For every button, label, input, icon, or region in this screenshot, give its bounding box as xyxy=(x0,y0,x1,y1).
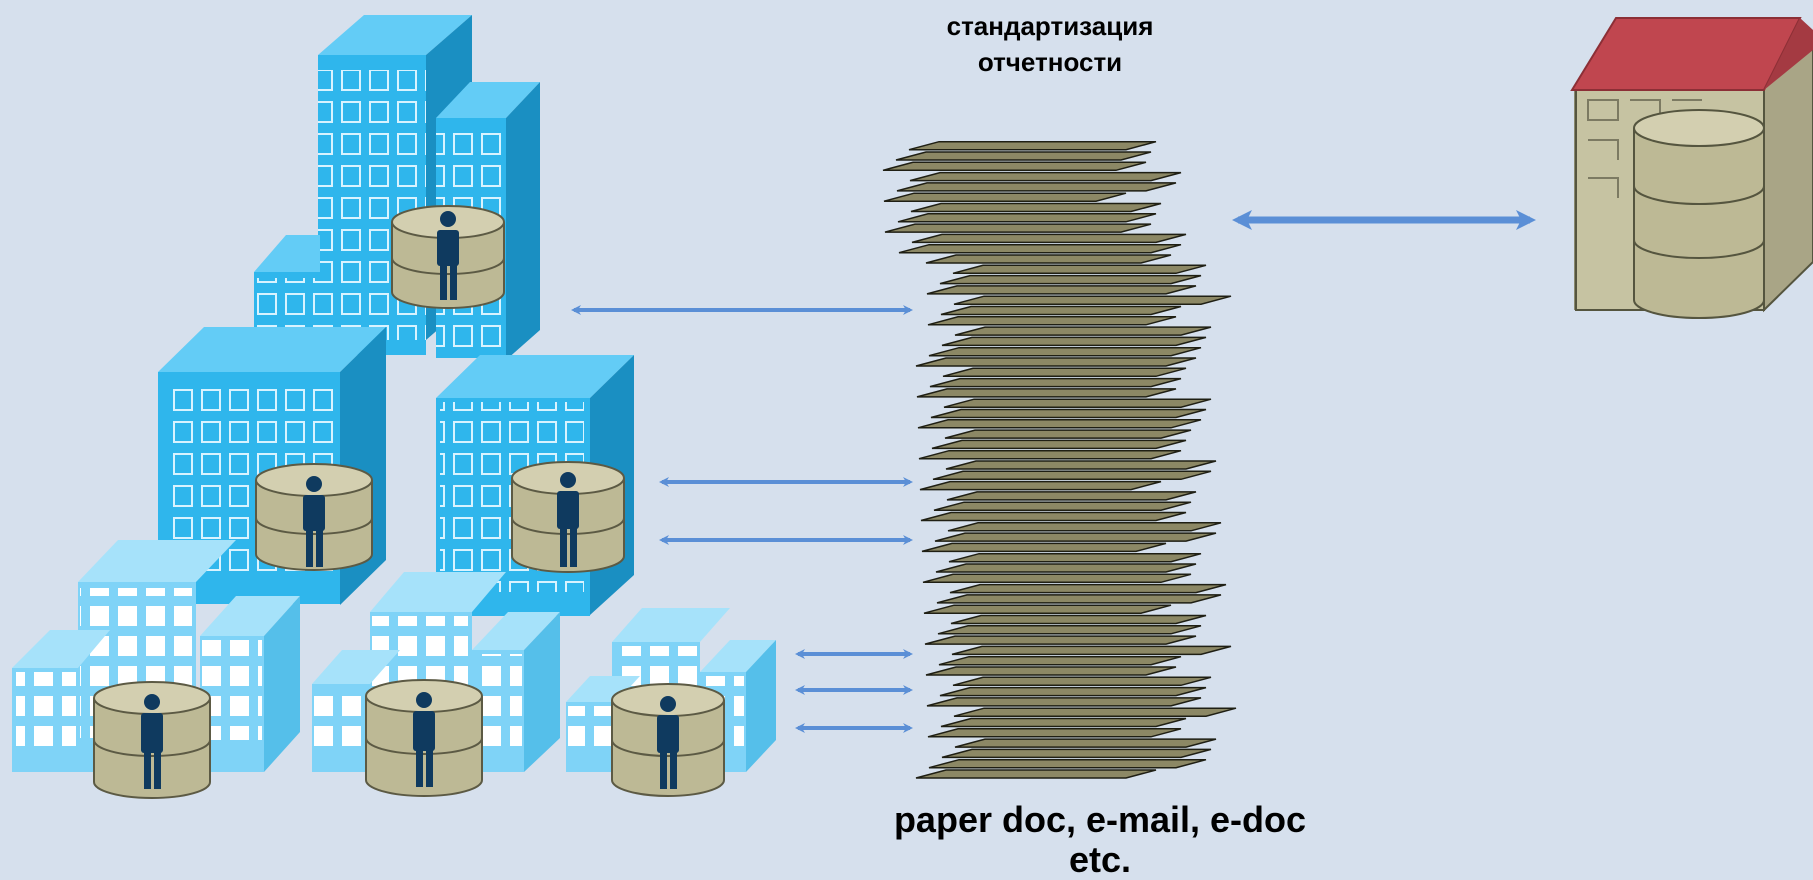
paper-sheet xyxy=(915,769,1157,779)
paper-sheet xyxy=(953,707,1237,717)
user-icon xyxy=(303,476,325,567)
standardization-label-line-2: отчетности xyxy=(977,47,1123,77)
paper-sheet xyxy=(942,367,1187,378)
paper-sheet xyxy=(898,243,1182,254)
paper-sheet xyxy=(940,717,1187,728)
paper-sheet xyxy=(921,542,1167,553)
paper-sheet xyxy=(882,161,1147,172)
paper-sheet xyxy=(948,552,1202,563)
paper-sheet xyxy=(954,738,1217,748)
database-icon xyxy=(255,463,373,571)
warehouse-icon xyxy=(1570,17,1813,319)
paper-sheet xyxy=(952,676,1212,687)
paper-sheet xyxy=(939,686,1207,697)
paper-sheet xyxy=(910,202,1162,213)
paper-sheet xyxy=(916,388,1177,398)
paper-sheet xyxy=(952,264,1207,275)
database-icon xyxy=(1633,109,1765,319)
paper-sheet xyxy=(926,285,1197,295)
database-icon xyxy=(611,683,725,797)
paper-sheet xyxy=(939,274,1202,285)
paper-sheet xyxy=(951,645,1232,656)
user-icon xyxy=(557,472,579,567)
paper-sheet xyxy=(950,614,1207,625)
paper-sheet xyxy=(944,429,1192,439)
paper-sheet xyxy=(927,728,1182,738)
document-formats-label-line-1: paper doc, e-mail, e-doc xyxy=(893,799,1307,840)
paper-sheet xyxy=(932,470,1212,481)
paper-sheet xyxy=(941,748,1212,759)
paper-sheet xyxy=(949,583,1227,594)
office-building-icon xyxy=(254,235,320,332)
paper-sheet xyxy=(897,213,1157,223)
paper-sheet xyxy=(947,522,1222,532)
database-icon xyxy=(93,681,211,799)
paper-sheet xyxy=(911,233,1187,244)
paper-sheet xyxy=(908,140,1157,151)
database-icon xyxy=(391,205,505,309)
paper-sheet xyxy=(954,326,1212,336)
paper-sheet xyxy=(929,377,1182,388)
document-formats-label-line-2: etc. xyxy=(1068,839,1132,880)
paper-sheet xyxy=(943,398,1212,408)
paper-sheet xyxy=(909,171,1182,182)
paper-sheet xyxy=(922,573,1192,584)
paper-sheet xyxy=(928,346,1202,357)
paper-sheet xyxy=(917,419,1202,429)
paper-sheet xyxy=(920,511,1187,522)
paper-sheet xyxy=(933,501,1192,511)
paper-sheet xyxy=(946,491,1197,501)
paper-sheet xyxy=(924,635,1197,645)
user-icon xyxy=(141,694,163,789)
paper-sheet xyxy=(896,182,1177,192)
paper-sheet xyxy=(936,594,1222,604)
paper-sheet xyxy=(941,336,1207,347)
paper-sheet xyxy=(940,305,1182,316)
paper-sheet xyxy=(925,666,1177,676)
user-icon xyxy=(657,696,679,789)
paper-sheet xyxy=(926,697,1202,707)
office-buildings-group xyxy=(12,15,776,772)
paper-sheet xyxy=(934,532,1217,542)
arrows-group xyxy=(571,210,1536,733)
document-formats-label: paper doc, e-mail, e-doc etc. xyxy=(860,800,1340,880)
paper-sheet xyxy=(935,563,1197,573)
paper-sheet xyxy=(919,480,1162,491)
paper-stack-icon xyxy=(882,140,1237,779)
paper-sheet xyxy=(938,655,1182,666)
paper-sheet xyxy=(931,439,1187,450)
paper-sheet xyxy=(925,254,1172,264)
paper-sheet xyxy=(884,223,1152,233)
paper-sheet xyxy=(923,604,1172,614)
database-icon xyxy=(511,461,625,573)
paper-sheet xyxy=(918,449,1182,460)
user-icon xyxy=(413,692,435,787)
paper-sheet xyxy=(928,758,1207,769)
paper-sheet xyxy=(915,357,1197,367)
standardization-label-line-1: стандартизация xyxy=(946,11,1154,41)
standardization-label: стандартизация отчетности xyxy=(880,8,1220,80)
user-icon xyxy=(437,211,459,300)
database-icon xyxy=(365,679,483,797)
paper-sheet xyxy=(895,151,1152,161)
paper-sheet xyxy=(930,408,1207,419)
paper-sheet xyxy=(953,295,1232,305)
paper-sheet xyxy=(883,192,1127,202)
paper-sheet xyxy=(937,625,1202,635)
paper-sheet xyxy=(927,316,1177,326)
paper-sheet xyxy=(945,460,1217,470)
